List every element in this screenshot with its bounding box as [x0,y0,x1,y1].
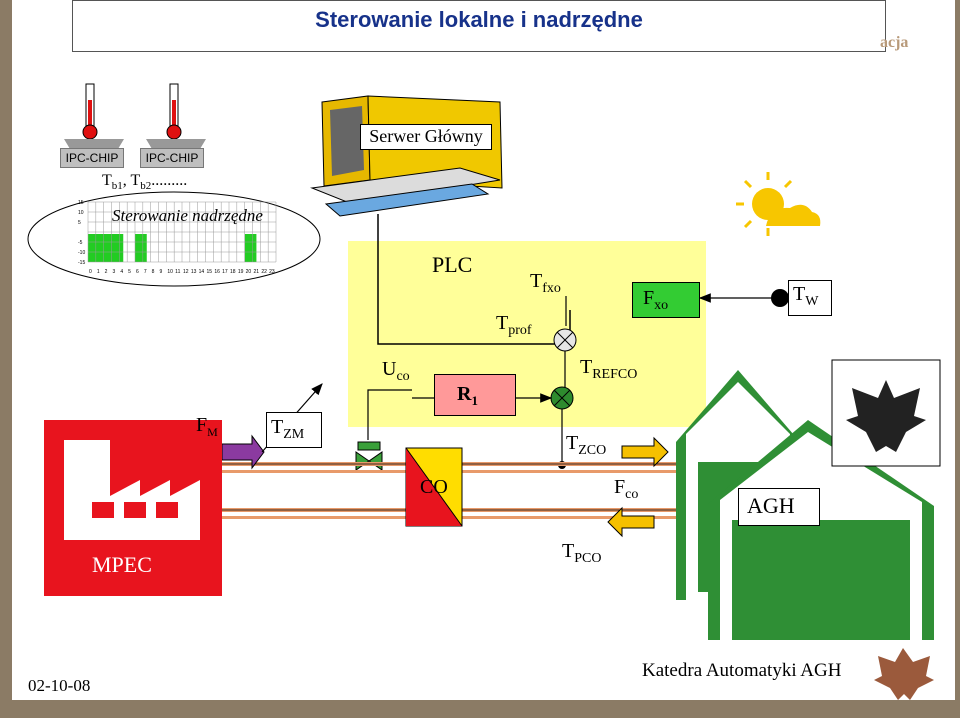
ghost-text: acja [880,34,909,51]
pipe-supply [222,462,722,466]
schedule-x-tick: 5 [128,269,131,275]
schedule-x-tick: 11 [175,269,180,275]
schedule-x-tick: 14 [199,269,205,275]
valve-icon-1 [553,328,577,352]
tzco-label: TZCO [566,432,607,458]
tzco-arrow [621,436,669,468]
schedule-x-tick: 21 [254,269,260,275]
thermometer-icon-1 [82,83,98,140]
mpec-label: MPEC [92,552,152,577]
plc-label: PLC [432,252,473,277]
fm-arrow [221,434,265,470]
sun-cloud-icon [736,172,821,236]
thermometer-icon-2 [166,83,182,140]
schedule-x-tick: 1 [97,269,100,275]
schedule-x-tick: 17 [222,269,228,275]
tw-box: TW [788,280,832,316]
fxo-box: Fxo [632,282,700,318]
fco-arrow [607,506,655,538]
co-label: CO [420,476,448,498]
page-title: Sterowanie lokalne i nadrzędne [315,7,643,32]
schedule-x-tick: 2 [105,269,108,275]
schedule-x-tick: 15 [207,269,213,275]
mpec-factory-icon [44,420,222,596]
schedule-x-tick: 8 [152,269,155,275]
r1-label: R1 [457,383,478,408]
tzm-box: TZM [266,412,322,448]
schedule-y-tick: 5 [78,220,81,226]
co-exchanger [405,447,463,527]
schedule-y-tick: -10 [78,250,85,256]
trefco-label: TREFCO [580,356,638,382]
tfxo-label: Tfxo [530,270,561,296]
fco-label: Fco [614,476,639,502]
house-icon [676,370,934,640]
schedule-x-tick: 20 [246,269,252,275]
tprof-label: Tprof [496,312,532,338]
schedule-on-bar [88,234,124,262]
schedule-y-tick: 15 [78,200,84,206]
schedule-y-tick: -5 [78,240,83,246]
schedule-x-tick: 3 [113,269,116,275]
schedule-x-tick: 16 [214,269,220,275]
schedule-x-tick: 0 [89,269,92,275]
title-box: Sterowanie lokalne i nadrzędne [72,0,886,52]
tzm-label: TZM [271,416,305,442]
tb-label: Tb1, Tb2......... [102,172,188,193]
schedule-x-tick: 12 [183,269,189,275]
plc-box [348,241,706,427]
schedule-x-tick: 18 [230,269,236,275]
computer-icon [310,95,503,217]
agh-box: AGH [738,488,820,526]
schedule-on-bar [135,234,147,262]
schedule-x-tick: 7 [144,269,147,275]
schedule-x-tick: 6 [136,269,139,275]
schedule-x-tick: 10 [167,269,173,275]
schedule-x-tick: 19 [238,269,244,275]
schedule-x-tick: 22 [261,269,267,275]
uco-label: Uco [382,358,410,384]
r1-box: R1 [434,374,516,416]
schedule-label: Sterowanie nadrzędne [112,206,263,225]
fm-label: FM [196,414,218,439]
agh-label: AGH [747,493,795,518]
footer-org: Katedra Automatyki AGH [642,660,842,681]
ipc-chip-1: IPC-CHIP [60,148,124,168]
footer-date: 02-10-08 [28,676,91,695]
schedule-on-bar [244,234,257,262]
schedule-y-tick: -15 [78,260,85,266]
schedule-x-tick: 9 [160,269,163,275]
schedule-x-tick: 23 [269,269,275,275]
valve-icon-2 [550,386,574,410]
schedule-x-tick: 4 [120,269,123,275]
schedule-x-tick: 13 [191,269,197,275]
fxo-label: Fxo [643,287,669,313]
server-box: Serwer Główny [360,124,492,150]
ipc-chip-2: IPC-CHIP [140,148,204,168]
eagle-crest-icon [831,359,941,467]
tpco-label: TPCO [562,540,602,566]
schedule-y-tick: 10 [78,210,84,216]
footer-eagle-icon [874,648,934,700]
server-label: Serwer Główny [369,126,483,146]
tw-label: TW [793,283,819,309]
